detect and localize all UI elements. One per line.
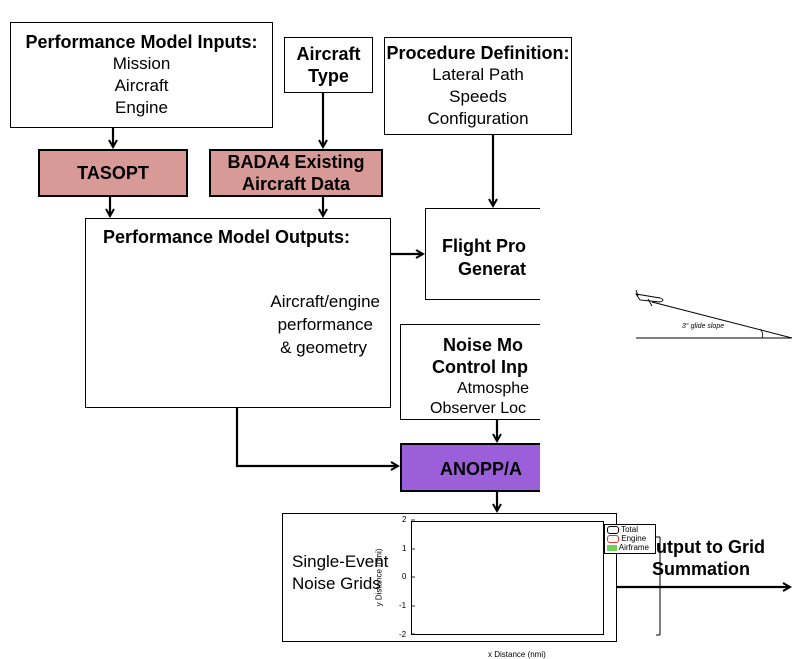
plot-ytick-1: 1 bbox=[402, 544, 407, 553]
procedure-configuration: Configuration bbox=[427, 109, 529, 128]
legend-airframe-label: Airframe bbox=[618, 543, 650, 552]
output-aircraft-engine: Aircraft/engine bbox=[270, 292, 380, 311]
flight-profile-generator-box: Flight Pro Generat bbox=[425, 208, 540, 300]
legend-airframe-swatch bbox=[607, 544, 617, 551]
tasopt-box: TASOPT bbox=[38, 149, 188, 197]
noise-model-control-inputs-box: Noise Mo Control Inp Atmosphe Observer L… bbox=[400, 324, 540, 420]
anopp-box: ANOPP/A bbox=[400, 443, 540, 492]
bada4-line1: BADA4 Existing bbox=[227, 152, 365, 172]
procedure-definition-box: Procedure Definition: Lateral Path Speed… bbox=[384, 37, 572, 135]
procedure-speeds: Speeds bbox=[449, 87, 507, 106]
legend-engine-swatch bbox=[607, 534, 619, 543]
plot-legend: Total Engine Airframe bbox=[604, 524, 656, 554]
flight-profile-line1: Flight Pro bbox=[442, 236, 526, 256]
noise-control-observer: Observer Loc bbox=[430, 400, 527, 417]
glide-slope-diagram bbox=[635, 289, 792, 339]
bada4-line2: Aircraft Data bbox=[241, 174, 351, 194]
aircraft-type-box: Aircraft Type bbox=[284, 37, 373, 93]
input-aircraft: Aircraft bbox=[114, 76, 169, 95]
bada4-box: BADA4 Existing Aircraft Data bbox=[209, 149, 383, 197]
aircraft-type-line2: Type bbox=[308, 66, 349, 86]
plot-ytick-neg2: -2 bbox=[399, 630, 407, 639]
performance-model-outputs-box: Performance Model Outputs: Aircraft/engi… bbox=[85, 218, 391, 408]
glide-angle-arc bbox=[759, 328, 764, 339]
noise-control-atmosphere: Atmosphe bbox=[457, 380, 530, 397]
plot-xlabel: x Distance (nmi) bbox=[488, 650, 546, 659]
plot-axis-bracket bbox=[656, 536, 661, 636]
performance-model-inputs-box: Performance Model Inputs: Mission Aircra… bbox=[10, 22, 273, 128]
output-grid-line1: utput to Grid bbox=[656, 537, 765, 557]
aircraft-type-line1: Aircraft bbox=[296, 44, 361, 64]
tasopt-label: TASOPT bbox=[77, 163, 149, 183]
performance-model-inputs-title: Performance Model Inputs: bbox=[25, 32, 258, 52]
airplane-icon bbox=[635, 289, 664, 307]
output-grid-line2: Summation bbox=[652, 559, 751, 579]
procedure-lateral-path: Lateral Path bbox=[432, 65, 524, 84]
legend-engine-label: Engine bbox=[621, 534, 647, 543]
noise-grid-plot-area bbox=[411, 521, 604, 635]
output-geometry: & geometry bbox=[280, 338, 367, 357]
legend-item-total: Total bbox=[607, 525, 638, 534]
noise-grids-line2: Noise Grids bbox=[292, 574, 381, 593]
noise-control-line2: Control Inp bbox=[432, 357, 528, 377]
legend-total-label: Total bbox=[621, 525, 638, 534]
performance-model-outputs-title: Performance Model Outputs: bbox=[103, 227, 351, 247]
anopp-label: ANOPP/A bbox=[440, 459, 523, 479]
input-engine: Engine bbox=[115, 98, 168, 117]
legend-item-engine: Engine bbox=[607, 534, 646, 543]
output-performance: performance bbox=[277, 315, 373, 334]
glide-path-line bbox=[651, 301, 792, 339]
glide-slope-label: 3° glide slope bbox=[682, 323, 725, 330]
arrow-outputs-to-anopp bbox=[235, 408, 398, 466]
input-mission: Mission bbox=[112, 54, 171, 73]
plot-ytick-marks bbox=[411, 519, 415, 635]
legend-item-airframe: Airframe bbox=[607, 543, 649, 552]
procedure-definition-title: Procedure Definition: bbox=[386, 43, 570, 63]
legend-total-swatch bbox=[607, 525, 619, 534]
noise-control-line1: Noise Mo bbox=[443, 335, 524, 355]
flight-profile-line2: Generat bbox=[458, 259, 527, 279]
noise-grids-line1: Single-Event bbox=[292, 552, 389, 571]
plot-ytick-2: 2 bbox=[402, 515, 407, 524]
plot-ytick-neg1: -1 bbox=[399, 601, 407, 610]
plot-ytick-0: 0 bbox=[402, 572, 407, 581]
